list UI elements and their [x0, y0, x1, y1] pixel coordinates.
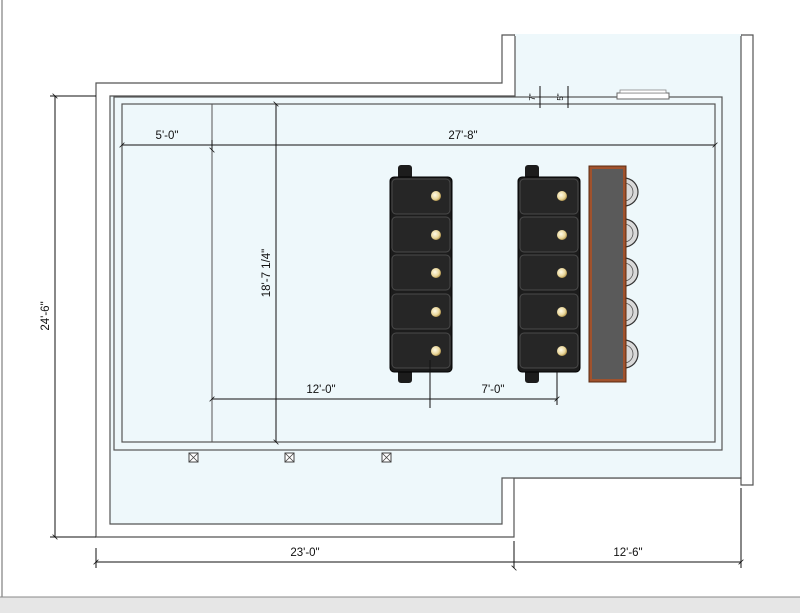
- cupholder-icon: [431, 268, 441, 278]
- cupholder-icon: [557, 268, 567, 278]
- cupholder-icon: [431, 307, 441, 317]
- dim-front-offset: 5'-0": [156, 130, 179, 142]
- dim-bottom-right: 12'-6": [613, 547, 642, 559]
- bar-counter: [588, 165, 639, 383]
- seating-row-2: [517, 165, 581, 383]
- outlet-icon: [284, 452, 295, 463]
- dim-room-length: 27'-8": [448, 130, 477, 142]
- cupholder-icon: [557, 191, 567, 201]
- wall-device: [616, 89, 670, 100]
- cupholder-icon: [557, 307, 567, 317]
- outlet-icon: [188, 452, 199, 463]
- floor-outlets: [188, 452, 392, 463]
- cupholder-icon: [431, 346, 441, 356]
- dim-room-width: 18'-7 1/4": [261, 249, 273, 297]
- seat: [391, 293, 451, 330]
- cupholder-icon: [431, 191, 441, 201]
- cupholder-icon: [431, 230, 441, 240]
- seat: [519, 178, 579, 215]
- seat: [519, 332, 579, 369]
- seat: [391, 332, 451, 369]
- cupholder-icon: [557, 230, 567, 240]
- seat: [391, 178, 451, 215]
- outlet-icon: [381, 452, 392, 463]
- dim-row-spacing: 7'-0": [482, 384, 505, 396]
- seat: [391, 254, 451, 291]
- dim-tiny-b: 5": [556, 93, 565, 100]
- seat: [391, 216, 451, 253]
- dim-to-first-row: 12'-0": [306, 384, 335, 396]
- seat: [519, 293, 579, 330]
- dim-tiny-a: 7": [528, 93, 537, 100]
- dim-overall-depth: 24'-6": [40, 301, 52, 330]
- cupholder-icon: [557, 346, 567, 356]
- seating-row-1: [389, 165, 453, 383]
- dim-bottom-left: 23'-0": [290, 547, 319, 559]
- seat: [519, 216, 579, 253]
- seat: [519, 254, 579, 291]
